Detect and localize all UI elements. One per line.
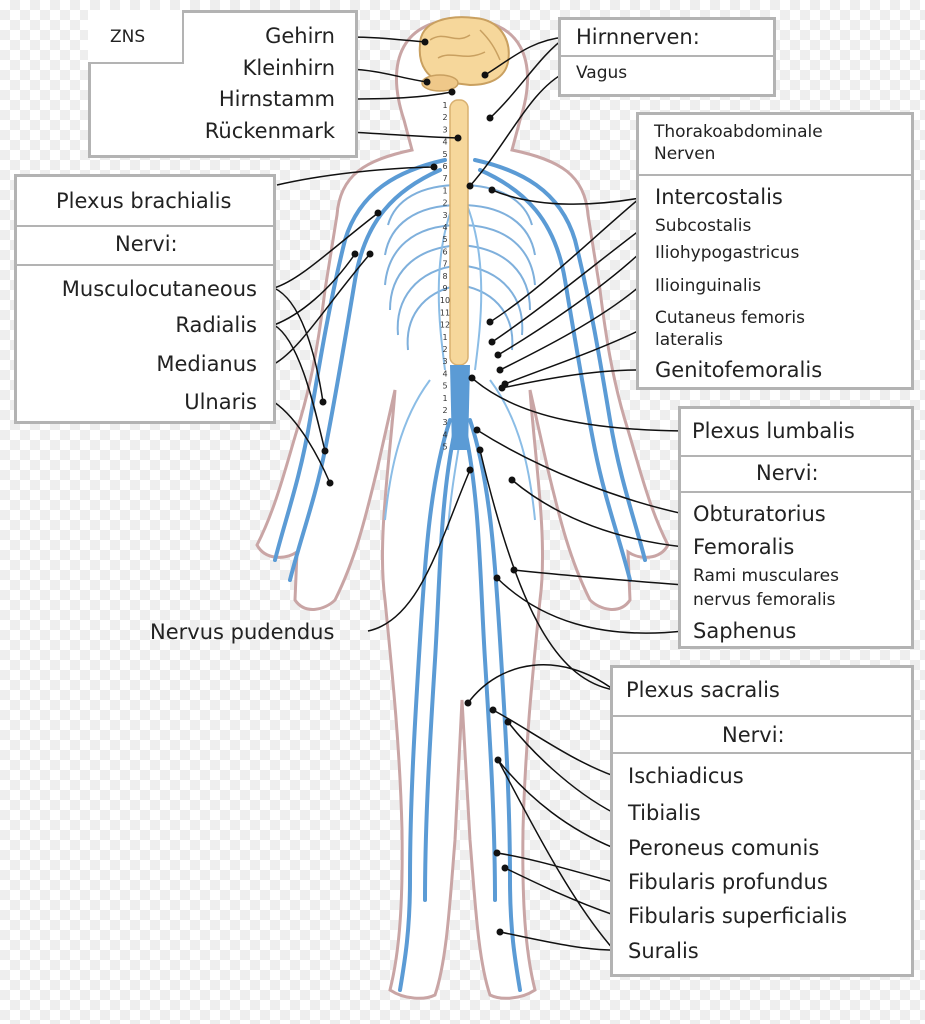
label-ischiadicus: Ischiadicus	[628, 764, 744, 788]
vertebra-number: 2	[442, 113, 447, 122]
label-sacral-nervi: Nervi:	[722, 723, 785, 747]
label-genitofemoralis: Genitofemoralis	[655, 358, 823, 382]
label-gehirn: Gehirn	[265, 24, 335, 48]
label-plexus-brachialis: Plexus brachialis	[56, 189, 232, 213]
thoraco-box	[636, 112, 914, 390]
label-femoralis: Femoralis	[693, 535, 795, 559]
cerebellum	[421, 74, 459, 92]
label-peroneus-comunis: Peroneus comunis	[628, 836, 820, 860]
vertebra-number: 2	[442, 406, 447, 415]
sacral-divider-1	[612, 715, 912, 717]
label-intercostalis: Intercostalis	[655, 185, 783, 209]
lumbal-divider-2	[680, 491, 912, 493]
cns-title: ZNS	[110, 27, 146, 47]
brachial-divider-2	[16, 264, 274, 266]
thoraco-title-2: Nerven	[654, 144, 716, 164]
label-plexus-sacralis: Plexus sacralis	[626, 678, 780, 702]
cranial-box	[558, 17, 776, 97]
lumbal-box	[678, 406, 914, 649]
label-nervus-pudendus: Nervus pudendus	[150, 620, 335, 644]
label-cutaneus-femoris: Cutaneus femoris	[655, 308, 805, 328]
label-musculocutaneous: Musculocutaneous	[61, 277, 257, 301]
ribcage	[384, 184, 536, 351]
label-saphenus: Saphenus	[693, 619, 797, 643]
leader-lines	[273, 36, 685, 951]
label-hirnstamm: Hirnstamm	[218, 87, 335, 111]
label-radialis: Radialis	[175, 313, 257, 337]
vertebra-number: 9	[442, 284, 447, 293]
label-lateralis: lateralis	[655, 330, 723, 350]
vertebra-number: 1	[442, 186, 447, 195]
vertebra-number: 4	[442, 223, 447, 232]
vertebra-number: 2	[442, 345, 447, 354]
vertebra-number: 4	[442, 369, 447, 378]
vertebra-number: 1	[442, 394, 447, 403]
label-fibularis-profundus: Fibularis profundus	[628, 870, 828, 894]
label-plexus-lumbalis: Plexus lumbalis	[692, 419, 855, 443]
brachial-box	[14, 174, 276, 424]
vertebra-number: 4	[442, 430, 447, 439]
cns-title-box	[88, 10, 184, 64]
brain-folds	[429, 29, 501, 61]
cranial-divider	[560, 55, 774, 57]
label-iliohypogastricus: Iliohypogastricus	[655, 243, 800, 263]
sacral-box	[610, 665, 914, 977]
label-lumbal-nervi: Nervi:	[756, 461, 819, 485]
vertebra-number: 11	[440, 308, 450, 317]
vertebra-number: 5	[442, 382, 447, 391]
label-nervus-femoralis: nervus femoralis	[693, 590, 836, 610]
label-hirnnerven: Hirnnerven:	[576, 25, 700, 49]
label-kleinhirn: Kleinhirn	[242, 56, 335, 80]
vertebra-number: 8	[442, 272, 447, 281]
vertebra-number: 7	[442, 174, 447, 183]
lumbal-divider-1	[680, 455, 912, 457]
label-tibialis: Tibialis	[628, 801, 701, 825]
label-rami-musculares: Rami musculares	[693, 566, 839, 586]
vertebra-number: 5	[442, 443, 447, 452]
vertebra-number: 2	[442, 199, 447, 208]
vertebra-number: 5	[442, 235, 447, 244]
label-medianus: Medianus	[156, 352, 257, 376]
vertebra-number: 5	[442, 150, 447, 159]
label-brachial-nervi: Nervi:	[115, 232, 178, 256]
thoraco-divider	[638, 174, 912, 176]
sacral-divider-2	[612, 752, 912, 754]
vertebra-number: 7	[442, 260, 447, 269]
vertebra-number: 3	[442, 418, 447, 427]
label-rueckenmark: Rückenmark	[204, 119, 335, 143]
leader-dots	[319, 38, 518, 936]
label-suralis: Suralis	[628, 939, 699, 963]
vertebra-number: 12	[440, 321, 450, 330]
vertebra-number: 3	[442, 211, 447, 220]
vertebra-number: 3	[442, 357, 447, 366]
brachial-divider-1	[16, 225, 274, 227]
label-fibularis-superficialis: Fibularis superficialis	[628, 904, 848, 928]
vertebra-number: 6	[442, 247, 447, 256]
vertebra-number: 10	[440, 296, 450, 305]
label-ulnaris: Ulnaris	[184, 390, 257, 414]
peripheral-nerves	[273, 158, 647, 992]
label-subcostalis: Subcostalis	[655, 216, 752, 236]
vertebra-number: 6	[442, 162, 447, 171]
vertebra-number: 1	[442, 333, 447, 342]
label-vagus: Vagus	[576, 63, 628, 83]
label-obturatorius: Obturatorius	[693, 502, 826, 526]
vertebra-number: 3	[442, 125, 447, 134]
thoraco-title-1: Thorakoabdominale	[654, 122, 823, 142]
vertebra-number: 4	[442, 138, 447, 147]
cauda-equina	[450, 365, 470, 450]
label-ilioinguinalis: Ilioinguinalis	[655, 276, 762, 296]
vertebra-number: 1	[442, 101, 447, 110]
